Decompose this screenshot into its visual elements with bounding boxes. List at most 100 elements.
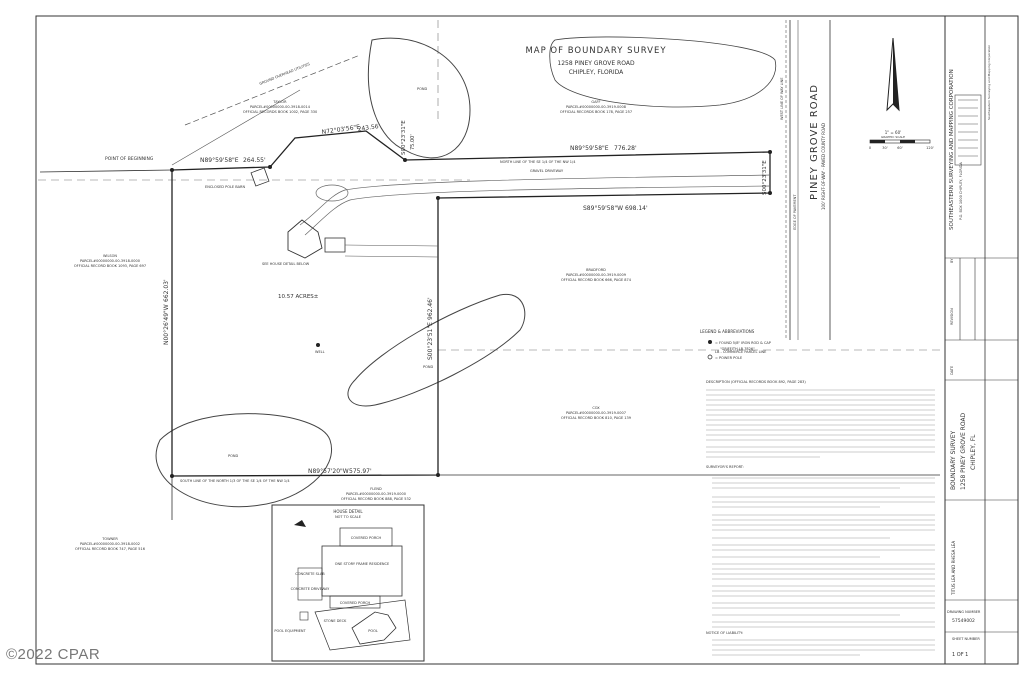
road-row: 100' RIGHT-OF-WAY - PAVED COUNTY ROAD xyxy=(821,123,826,210)
legend-item3: LB - COMMERCE PARCEL LINE xyxy=(715,350,766,354)
pond-label-top: POND xyxy=(417,87,427,91)
tb-address: 1258 PINEY GROVE ROAD xyxy=(960,412,967,490)
dist-s00-right: 75.00' xyxy=(410,134,416,150)
owner-cox-parcel: PARCEL#00000000-00-3919-0007 xyxy=(566,411,626,415)
tb-drawing-label: DRAWING NUMBER xyxy=(947,610,981,614)
pond-top xyxy=(368,37,471,159)
dist-s89: 698.14' xyxy=(625,205,648,212)
owner-gaff-rec: OFFICIAL RECORDS BOOK 178, PAGE 257 xyxy=(560,110,632,114)
owner-towner-parcel: PARCEL#00000000-00-3918-0002 xyxy=(80,542,140,546)
tb-survey: BOUNDARY SURVEY xyxy=(950,430,957,490)
company-name: SOUTHEASTERN SURVEYING AND MAPPING CORPO… xyxy=(949,69,955,230)
pond-label-mid: POND xyxy=(423,365,433,369)
dist-n00-left: 662.03' xyxy=(163,279,170,302)
desc-title: DESCRIPTION (OFFICIAL RECORDS BOOK 892, … xyxy=(706,380,806,384)
tb-sheet-no: 1 OF 1 xyxy=(952,652,968,658)
owner-cox: COX xyxy=(592,406,600,410)
pob-label: POINT OF BEGINNING xyxy=(105,156,154,162)
sheet-border xyxy=(35,15,1019,665)
map-address: 1258 PINEY GROVE ROAD xyxy=(557,60,635,67)
dist-s00-mid: 962.46' xyxy=(427,297,434,320)
legend-item4: = POWER POLE xyxy=(715,356,742,360)
owner-wilson-rec: OFFICIAL RECORD BOOK 1093, PAGE 697 xyxy=(74,264,146,268)
legend-item1: = FOUND 5/8" IRON ROD & CAP xyxy=(715,341,771,345)
scale-tick-3: 120' xyxy=(926,146,934,150)
north-line-label: NORTH LINE OF THE SE 1/4 OF THE NW 1/4 xyxy=(500,160,576,164)
tb-sheet-label: SHEET NUMBER xyxy=(952,637,980,641)
pond-label-bottom: POND xyxy=(228,454,238,458)
notice-title: NOTICE OF LIABILITY: xyxy=(706,631,743,635)
owner-towner-rec: OFFICIAL RECORD BOOK 747, PAGE 516 xyxy=(75,547,145,551)
company-logo-text: Southeastern Surveying and Mapping Corpo… xyxy=(987,45,991,120)
owner-cox-rec: OFFICIAL RECORD BOOK 810, PAGE 139 xyxy=(561,416,631,420)
dist-top: 264.55' xyxy=(243,157,266,164)
bearing-s00-right: S00°23'31"E xyxy=(762,160,768,195)
scale-graphic-label: GRAPHIC SCALE xyxy=(881,135,905,139)
road-name: PINEY GROVE ROAD xyxy=(809,84,820,200)
tb-drawing-no: 57549002 xyxy=(952,618,975,624)
covered-porch-bottom: COVERED PORCH xyxy=(340,601,371,605)
owner-flend: FLEND xyxy=(370,487,382,491)
owner-gaff-parcel: PARCEL#00000000-00-3919-0008 xyxy=(566,105,626,109)
owner-flend-parcel: PARCEL#00000000-00-3919-0000 xyxy=(346,492,406,496)
scale-tick-2: 60' xyxy=(897,146,902,150)
surveyors-title: SURVEYOR'S REPORT: xyxy=(706,465,744,469)
pool-equipment-label: POOL EQUIPMENT xyxy=(274,629,306,633)
bearing-s00-mid: S00°23'51"E xyxy=(427,322,434,360)
bearing-n72: N72°03'56"E xyxy=(321,124,360,136)
house-detail-inset xyxy=(271,504,425,662)
pond-middle xyxy=(347,293,526,407)
gravel-label: GRAVEL DRIVEWAY xyxy=(530,169,564,173)
pool-label: POOL xyxy=(368,629,378,633)
company-addr: P.O. BOX 1000 CHIPLEY, FLORIDA xyxy=(959,162,963,220)
stone-deck-label: STONE DECK xyxy=(324,619,347,623)
tb-prepared-for: TITUS LEA AND RHESA LEA xyxy=(951,541,956,596)
owner-taylor: TAYLOR xyxy=(272,100,287,104)
house-detail-scale: NOT TO SCALE xyxy=(335,515,361,519)
acres-label: 10.57 ACRES± xyxy=(278,294,319,300)
owner-wilson: WILSON xyxy=(103,254,117,258)
owner-taylor-parcel: PARCEL#00000000-00-3918-0014 xyxy=(250,105,311,109)
concrete-driveway-label: CONCRETE DRIVEWAY xyxy=(291,587,331,591)
owner-wilson-parcel: PARCEL#00000000-00-3918-0000 xyxy=(80,259,140,263)
owner-towner: TOWNER xyxy=(101,537,118,541)
bearing-s89: S89°59'58"W xyxy=(583,205,623,212)
overhead-label: GROUND OVERHEAD UTILITIES xyxy=(259,62,311,86)
bearing-n89-main: N89°59'58"E xyxy=(570,145,609,152)
encl-pole-label: ENCLOSED POLE BARN xyxy=(205,185,245,189)
one-story-label: ONE STORY FRAME RESIDENCE xyxy=(335,562,389,566)
tb-city: CHIPLEY, FL xyxy=(970,434,977,470)
owner-bradford: BRADFORD xyxy=(586,268,606,272)
bearing-n89-top: N89°59'58"E xyxy=(200,157,239,164)
pond-bottom xyxy=(155,413,332,508)
scale-tick-0: 0 xyxy=(869,146,871,150)
dist-n72: 243.56' xyxy=(357,123,381,133)
covered-porch-top: COVERED PORCH xyxy=(351,536,382,540)
dist-n89-bottom: 575.97' xyxy=(349,468,372,475)
concrete-slab-label: CONCRETE SLAB xyxy=(295,572,325,576)
well-label: WELL xyxy=(315,350,325,354)
watermark: ©2022 CPAR xyxy=(6,646,101,663)
legend-title: LEGEND & ABBREVIATIONS xyxy=(700,329,755,334)
owner-gaff: GAFF xyxy=(591,100,600,104)
map-title: MAP OF BOUNDARY SURVEY xyxy=(525,46,666,56)
bearing-n00-left: N00°26'49"W xyxy=(163,304,170,345)
property-boundary xyxy=(171,130,771,477)
scale-tick-1: 30' xyxy=(882,146,887,150)
tb-date: DATE xyxy=(950,366,954,375)
south-line-label: SOUTH LINE OF THE NORTH 1/3 OF THE SE 1/… xyxy=(180,479,290,483)
tb-revision: REVISION xyxy=(950,308,954,325)
house-detail-title: HOUSE DETAIL xyxy=(333,509,363,514)
legend-item2: "GRIFFITH LB 7826" xyxy=(720,347,755,351)
scale-label: 1" = 60' xyxy=(885,130,901,135)
road-west-row: WEST LINE OF WAY LINE xyxy=(780,78,784,120)
tb-by: BY xyxy=(950,258,954,263)
map-city: CHIPLEY, FLORIDA xyxy=(569,69,624,76)
bearing-n89-bottom: N89°57'20"W xyxy=(308,468,349,475)
company-logo xyxy=(954,94,982,166)
bearing-s00-short: S00°23'31"E xyxy=(401,120,407,155)
see-detail-label: SEE HOUSE DETAIL BELOW xyxy=(262,262,310,266)
owner-taylor-rec: OFFICIAL RECORDS BOOK 1002, PAGE 330 xyxy=(243,110,317,114)
